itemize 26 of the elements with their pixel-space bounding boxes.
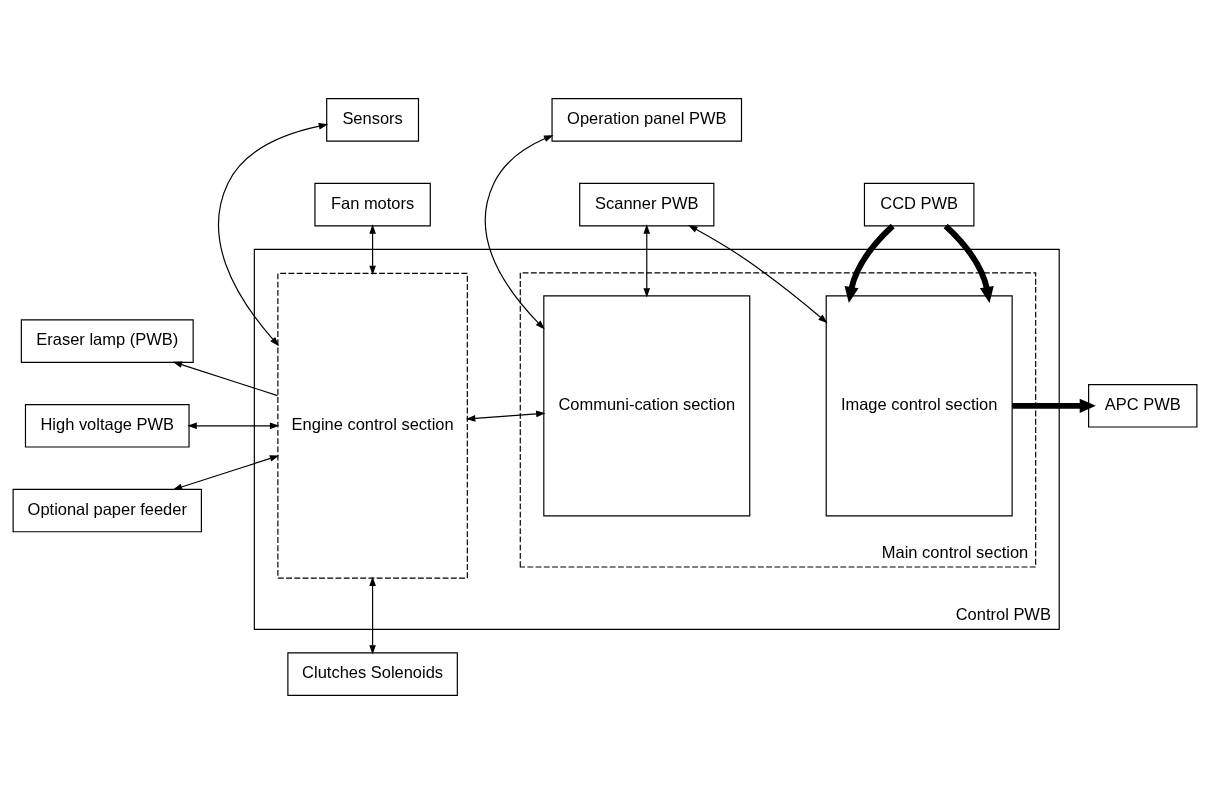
node-box: Image control section bbox=[825, 295, 1013, 517]
arrow bbox=[844, 223, 895, 303]
arrow bbox=[217, 123, 329, 347]
node-box: Communi-cation section bbox=[543, 295, 751, 517]
arrow bbox=[484, 135, 554, 330]
node-box: CCD PWB bbox=[863, 182, 975, 227]
arrow bbox=[688, 225, 828, 324]
node-box: High voltage PWB bbox=[24, 404, 190, 448]
arrow bbox=[1012, 398, 1096, 413]
node-box: Fan motors bbox=[314, 182, 431, 227]
arrow bbox=[369, 224, 376, 276]
arrow bbox=[465, 410, 546, 422]
arrow bbox=[172, 361, 279, 397]
node-box: Eraser lamp (PWB) bbox=[20, 319, 194, 363]
node-box: Engine control section bbox=[277, 272, 468, 579]
node-box: Optional paper feeder bbox=[12, 488, 202, 533]
node-box: APC PWB bbox=[1088, 384, 1198, 428]
arrow bbox=[172, 455, 280, 491]
node-box: Operation panel PWB bbox=[551, 98, 743, 142]
arrow bbox=[943, 223, 994, 303]
node-box: Clutches Solenoids bbox=[287, 652, 458, 696]
arrow bbox=[187, 422, 280, 430]
arrow bbox=[643, 224, 651, 298]
node-box: Sensors bbox=[326, 98, 420, 142]
arrow bbox=[369, 576, 376, 655]
node-box: Scanner PWB bbox=[579, 182, 715, 227]
